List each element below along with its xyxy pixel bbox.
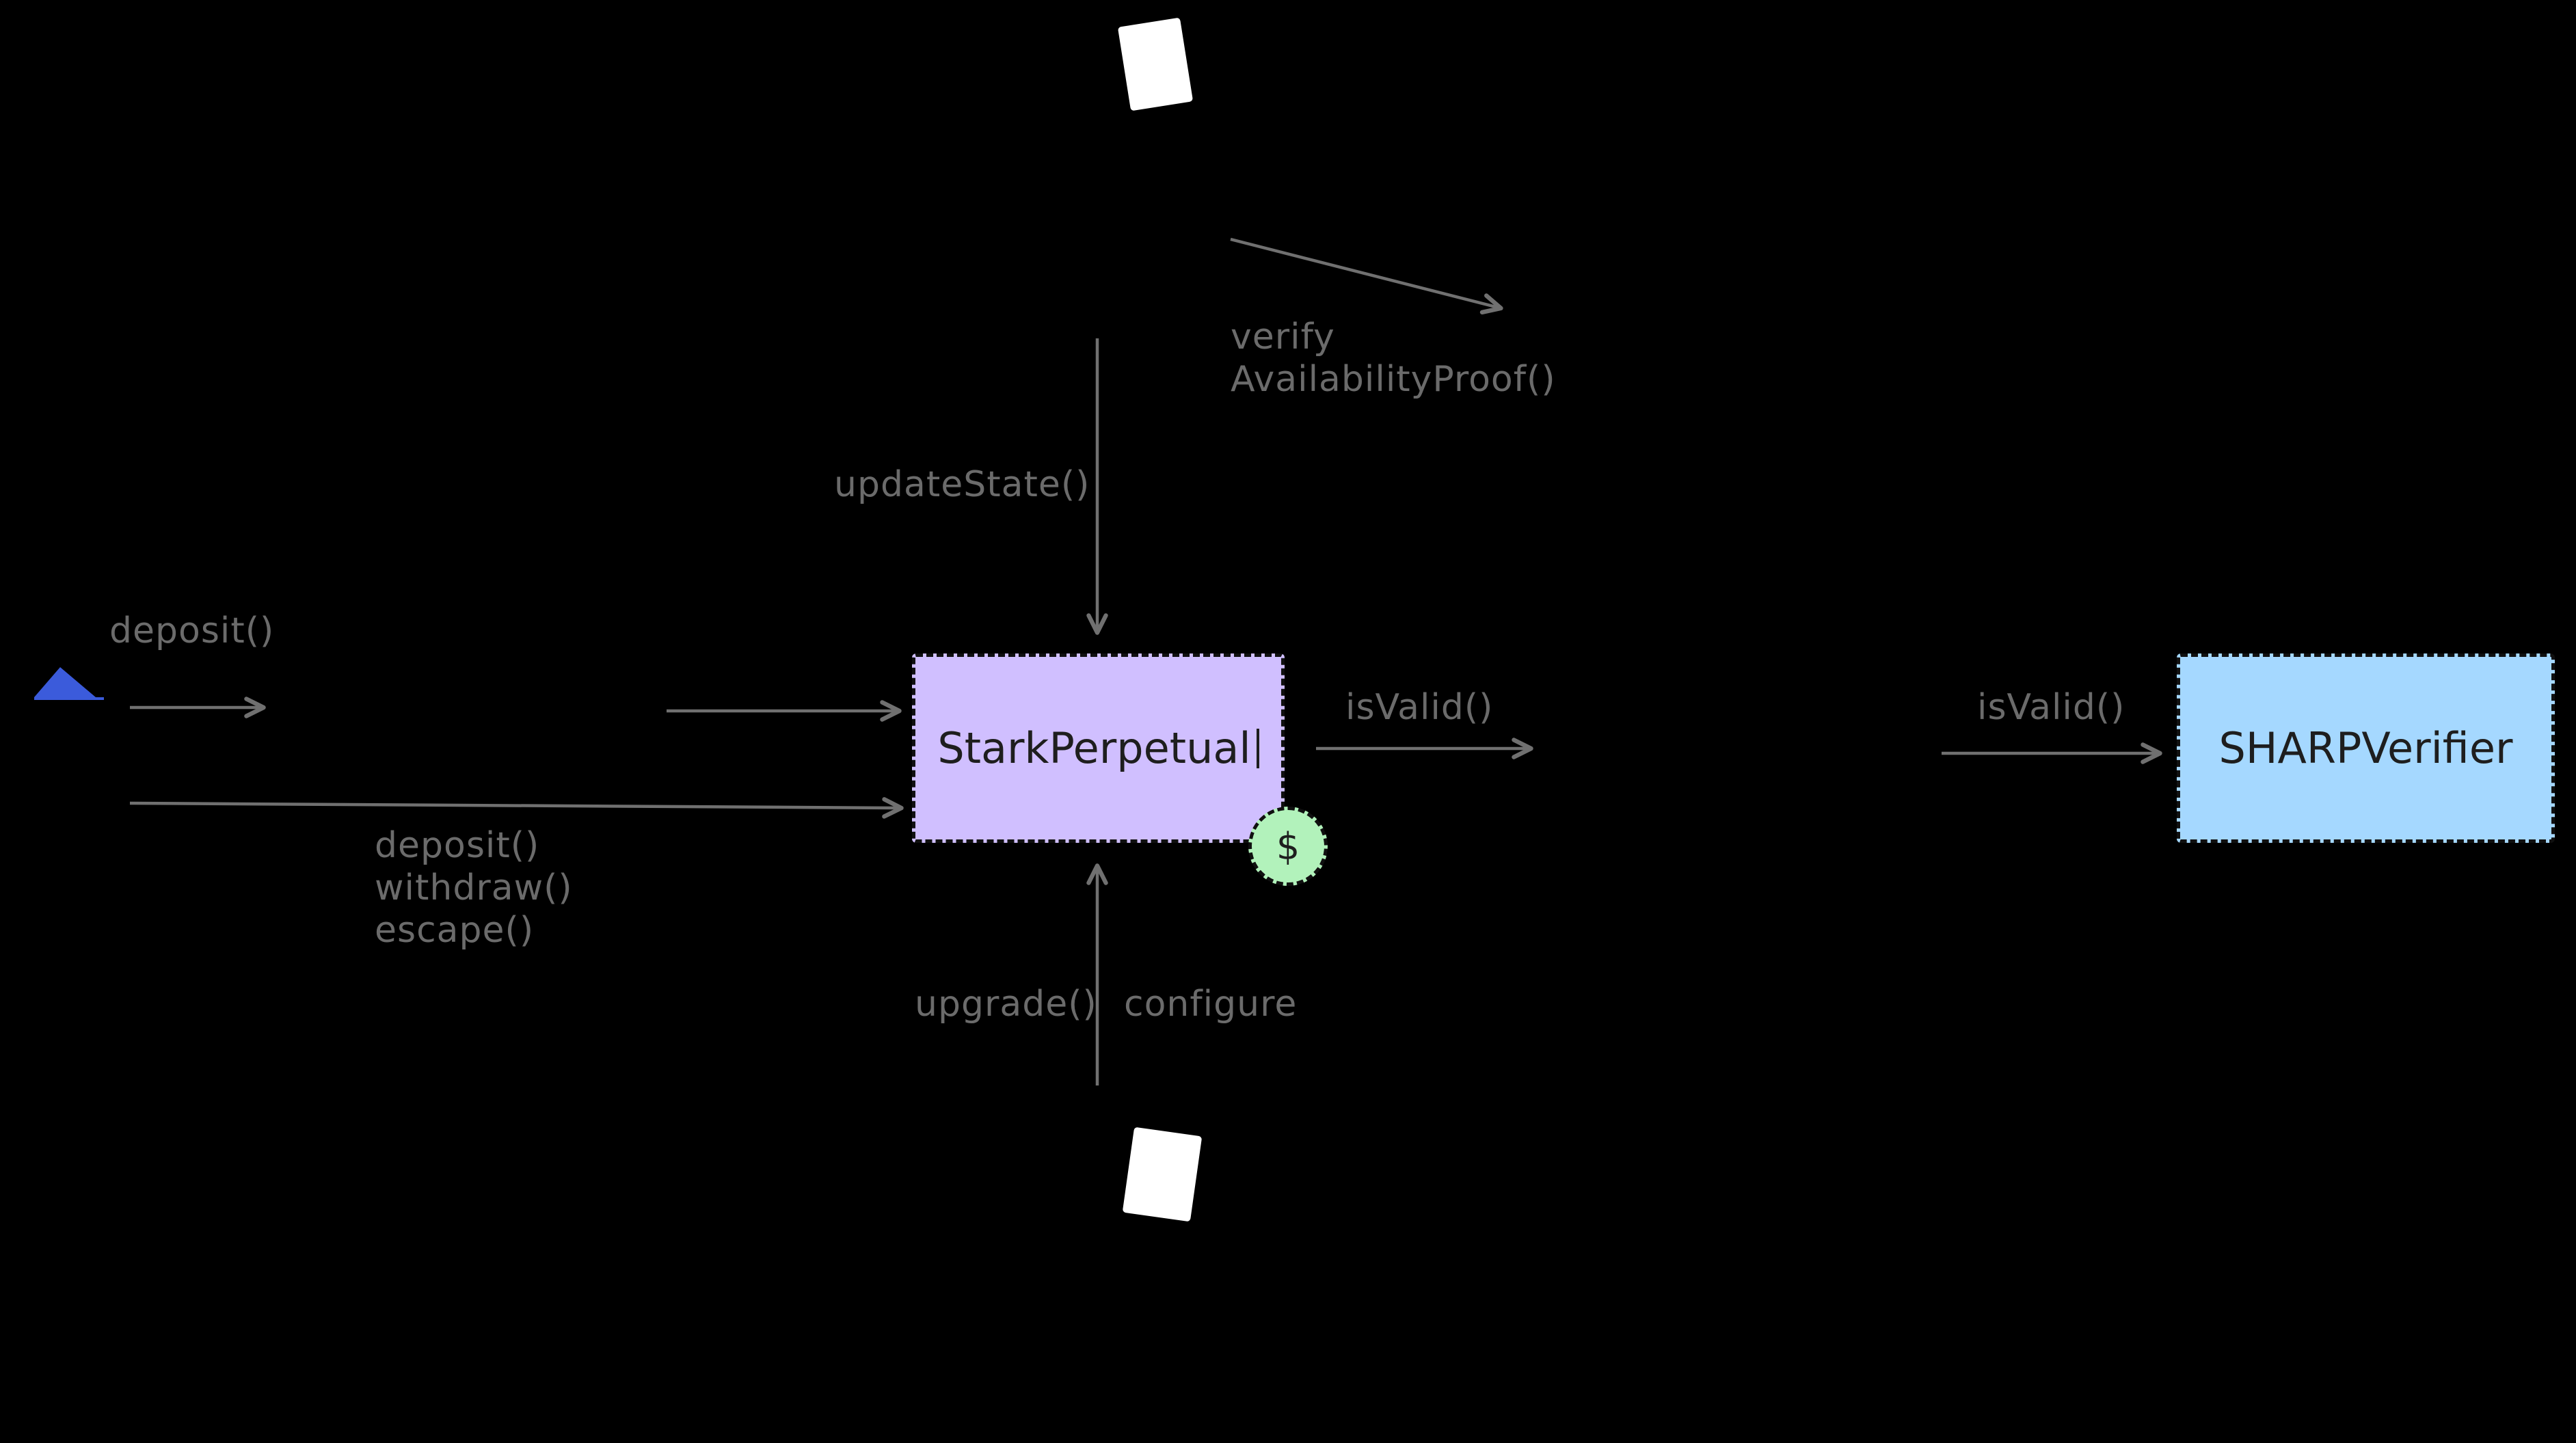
deposit-withdraw-escape-label: deposit() withdraw() escape()	[375, 824, 573, 952]
is-valid-left-label: isValid()	[1345, 687, 1494, 728]
sharp-verifier-node: SHARPVerifier	[2177, 653, 2555, 843]
sharp-verifier-label: SHARPVerifier	[2218, 723, 2513, 773]
verify-availability-arrow	[1230, 237, 1503, 315]
document-icon-bottom	[1122, 1127, 1203, 1222]
upgrade-label: upgrade()	[915, 984, 1097, 1025]
stark-perpetual-label: StarkPerpetual	[937, 723, 1251, 773]
deposit-withdraw-escape-arrow	[129, 797, 904, 819]
deposit-label: deposit()	[109, 610, 275, 651]
dollar-badge-label: $	[1276, 824, 1300, 868]
verify-label-line2: AvailabilityProof()	[1231, 359, 1556, 400]
configure-label: configure	[1124, 984, 1298, 1025]
deposit-stack-line2: withdraw()	[375, 867, 573, 908]
text-cursor	[1256, 728, 1259, 768]
verify-label-line1: verify	[1231, 316, 1335, 358]
deposit-stack-line1: deposit()	[375, 825, 540, 866]
dollar-badge: $	[1248, 807, 1328, 886]
document-icon-top	[1117, 17, 1194, 111]
update-state-label: updateState()	[834, 464, 1090, 505]
stark-perpetual-node: StarkPerpetual	[912, 653, 1285, 843]
verify-availability-label: verify AvailabilityProof()	[1231, 316, 1556, 401]
is-valid-right-label: isValid()	[1977, 687, 2125, 728]
user-icon	[34, 667, 104, 700]
deposit-stack-line3: escape()	[375, 910, 535, 951]
